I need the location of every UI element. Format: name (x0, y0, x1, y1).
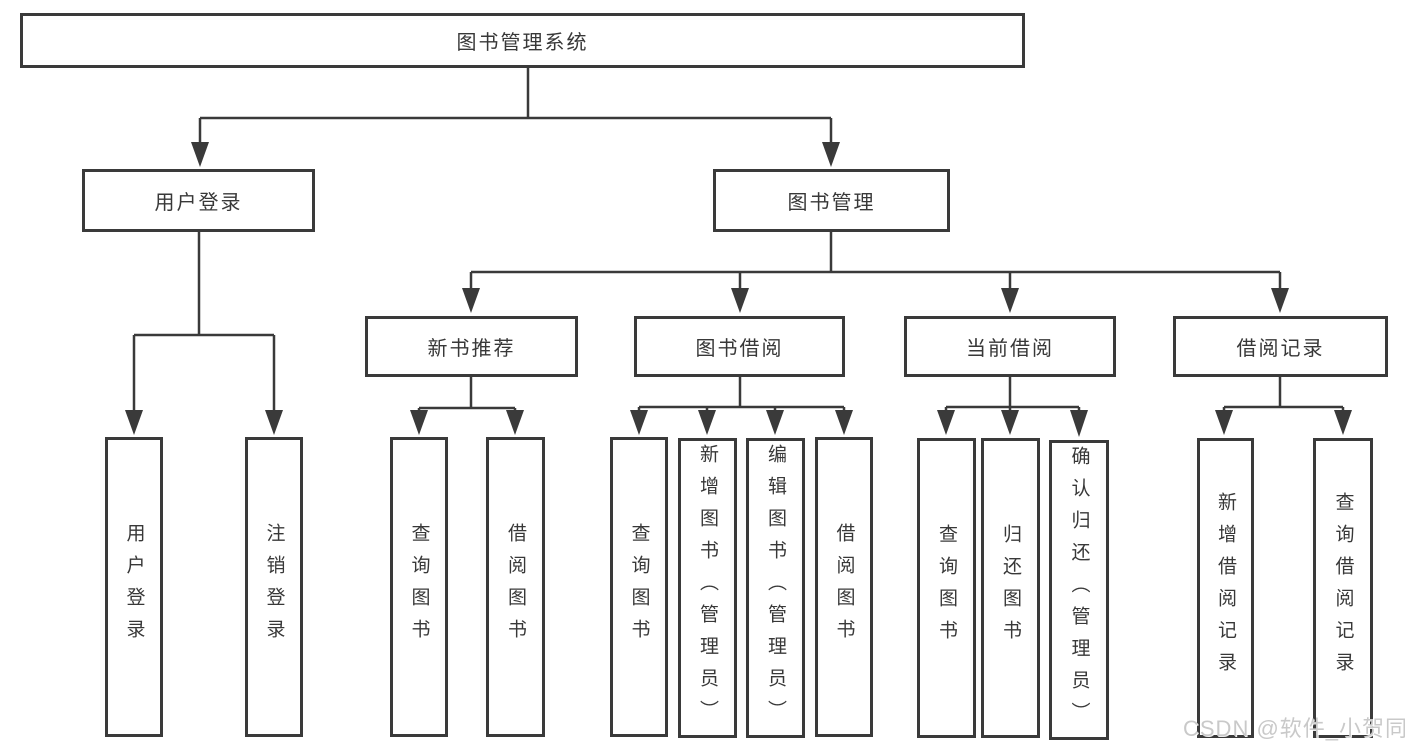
leaf-borrow-books-recommend: 借阅图书 (486, 437, 545, 737)
leaf-label: 用户登录 (123, 523, 145, 651)
watermark: CSDN @软件_小贺同学 (1183, 716, 1405, 741)
node-library-management-system: 图书管理系统 (20, 13, 1025, 68)
leaf-query-books-recommend: 查询图书 (390, 437, 448, 737)
node-book-management: 图书管理 (713, 169, 950, 232)
connector-trunks (132, 68, 1345, 418)
leaf-edit-books-admin: 编辑图书（管理员） (746, 438, 805, 738)
leaf-label: 确认归还（管理员） (1068, 446, 1090, 734)
leaf-add-books-admin: 新增图书（管理员） (678, 438, 737, 738)
leaf-user-login: 用户登录 (105, 437, 163, 737)
leaf-confirm-return-admin: 确认归还（管理员） (1049, 440, 1109, 740)
leaf-query-books-current: 查询图书 (917, 438, 976, 738)
node-label: 图书借阅 (695, 338, 784, 360)
node-label: 当前借阅 (966, 338, 1054, 360)
node-book-borrowing: 图书借阅 (634, 316, 845, 377)
leaf-logout-login: 注销登录 (245, 437, 303, 737)
leaf-label: 新增借阅记录 (1215, 492, 1236, 684)
node-label: 借阅记录 (1236, 338, 1325, 360)
leaf-query-borrow-record: 查询借阅记录 (1313, 438, 1373, 738)
node-label: 用户登录 (154, 192, 243, 214)
node-label: 图书管理 (787, 192, 876, 214)
leaf-label: 编辑图书（管理员） (765, 444, 786, 732)
leaf-label: 新增图书（管理员） (697, 444, 718, 732)
leaf-borrow-books: 借阅图书 (815, 437, 873, 737)
leaf-label: 查询图书 (408, 523, 430, 651)
leaf-label: 查询借阅记录 (1332, 492, 1354, 684)
node-new-book-recommendation: 新书推荐 (365, 316, 578, 377)
node-user-login: 用户登录 (82, 169, 315, 232)
root-label: 图书管理系统 (456, 32, 589, 54)
node-label: 新书推荐 (427, 338, 516, 360)
leaf-query-books-borrow: 查询图书 (610, 437, 668, 737)
leaf-return-books: 归还图书 (981, 438, 1040, 738)
leaf-label: 归还图书 (1000, 524, 1021, 652)
leaf-add-borrow-record: 新增借阅记录 (1197, 438, 1254, 738)
connector-arrowheads (125, 142, 1352, 437)
node-borrowing-records: 借阅记录 (1173, 316, 1388, 377)
leaf-label: 查询图书 (936, 524, 957, 652)
leaf-label: 借阅图书 (833, 523, 855, 651)
leaf-label: 注销登录 (263, 523, 285, 651)
node-current-borrowing: 当前借阅 (904, 316, 1116, 377)
leaf-label: 查询图书 (628, 523, 650, 651)
leaf-label: 借阅图书 (505, 523, 526, 651)
